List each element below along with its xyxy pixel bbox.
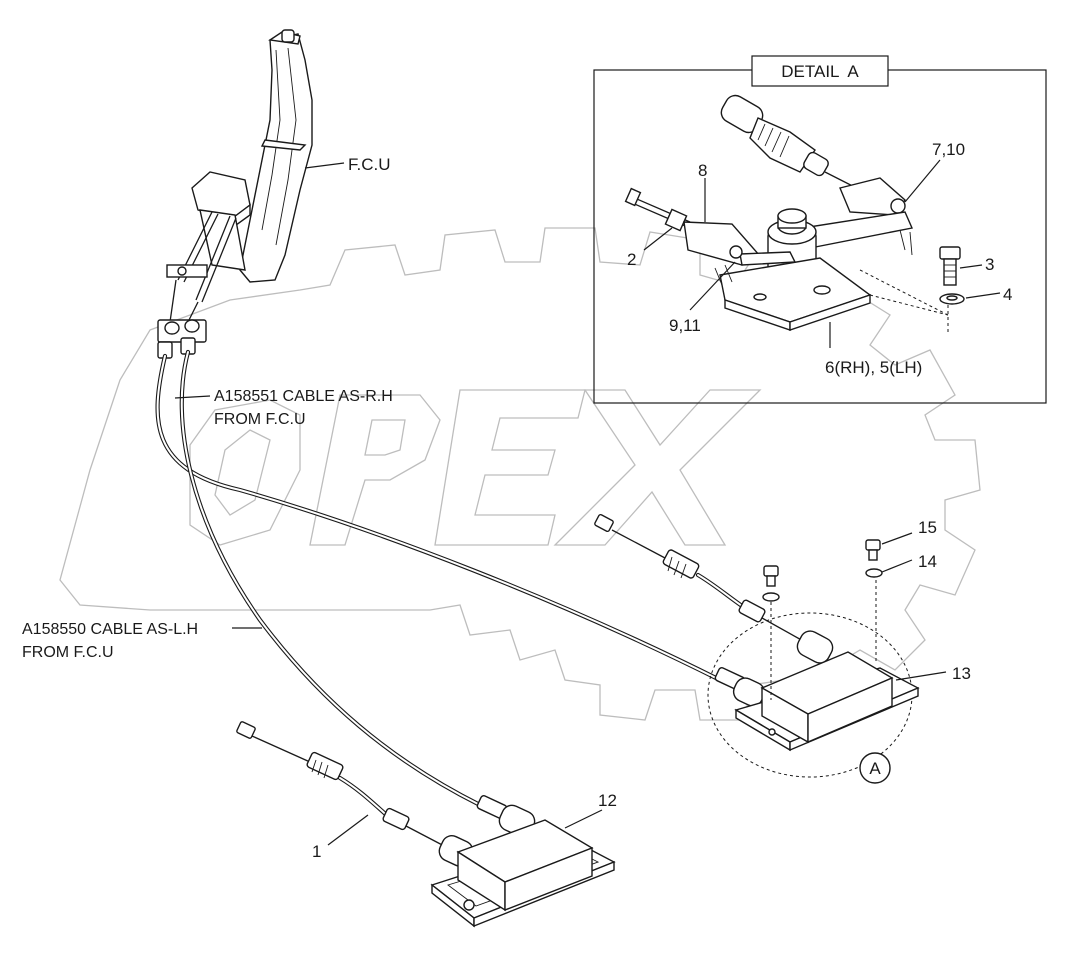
- label-cable-lh-line2: FROM F.C.U: [22, 644, 114, 661]
- detail-a-marker: A: [869, 759, 881, 778]
- callout-15: 15: [918, 518, 937, 537]
- callout-13: 13: [952, 664, 971, 683]
- label-cable-rh-line1: A158551 CABLE AS-R.H: [214, 388, 393, 405]
- watermark-gear-logo: [59, 227, 981, 721]
- callout-12: 12: [598, 791, 617, 810]
- main-leaders: [174, 162, 947, 846]
- callout-9-11: 9,11: [669, 316, 701, 335]
- callout-2: 2: [627, 250, 636, 269]
- cable-rh: [155, 353, 723, 683]
- detail-a-box: DETAIL A: [593, 55, 1047, 404]
- actuator-13-assembly: A: [594, 513, 920, 784]
- detail-a-title: DETAIL A: [781, 62, 859, 81]
- callout-7-10: 7,10: [932, 140, 965, 159]
- callout-14: 14: [918, 552, 937, 571]
- callout-4: 4: [1003, 285, 1012, 304]
- callout-6-5: 6(RH), 5(LH): [825, 358, 922, 377]
- detail-a-leaders: [643, 159, 1001, 348]
- label-cable-lh-line1: A158550 CABLE AS-L.H: [22, 621, 198, 638]
- fcu-pedal-assembly: [157, 29, 313, 359]
- callout-3: 3: [985, 255, 994, 274]
- detail-a-lever-assembly: [624, 94, 965, 335]
- cable-1-actuator: [236, 721, 616, 928]
- label-fcu: F.C.U: [348, 155, 391, 174]
- callout-1: 1: [312, 842, 321, 861]
- label-cable-rh-line2: FROM F.C.U: [214, 411, 306, 428]
- cable-lh: [179, 349, 483, 808]
- callout-8: 8: [698, 161, 707, 180]
